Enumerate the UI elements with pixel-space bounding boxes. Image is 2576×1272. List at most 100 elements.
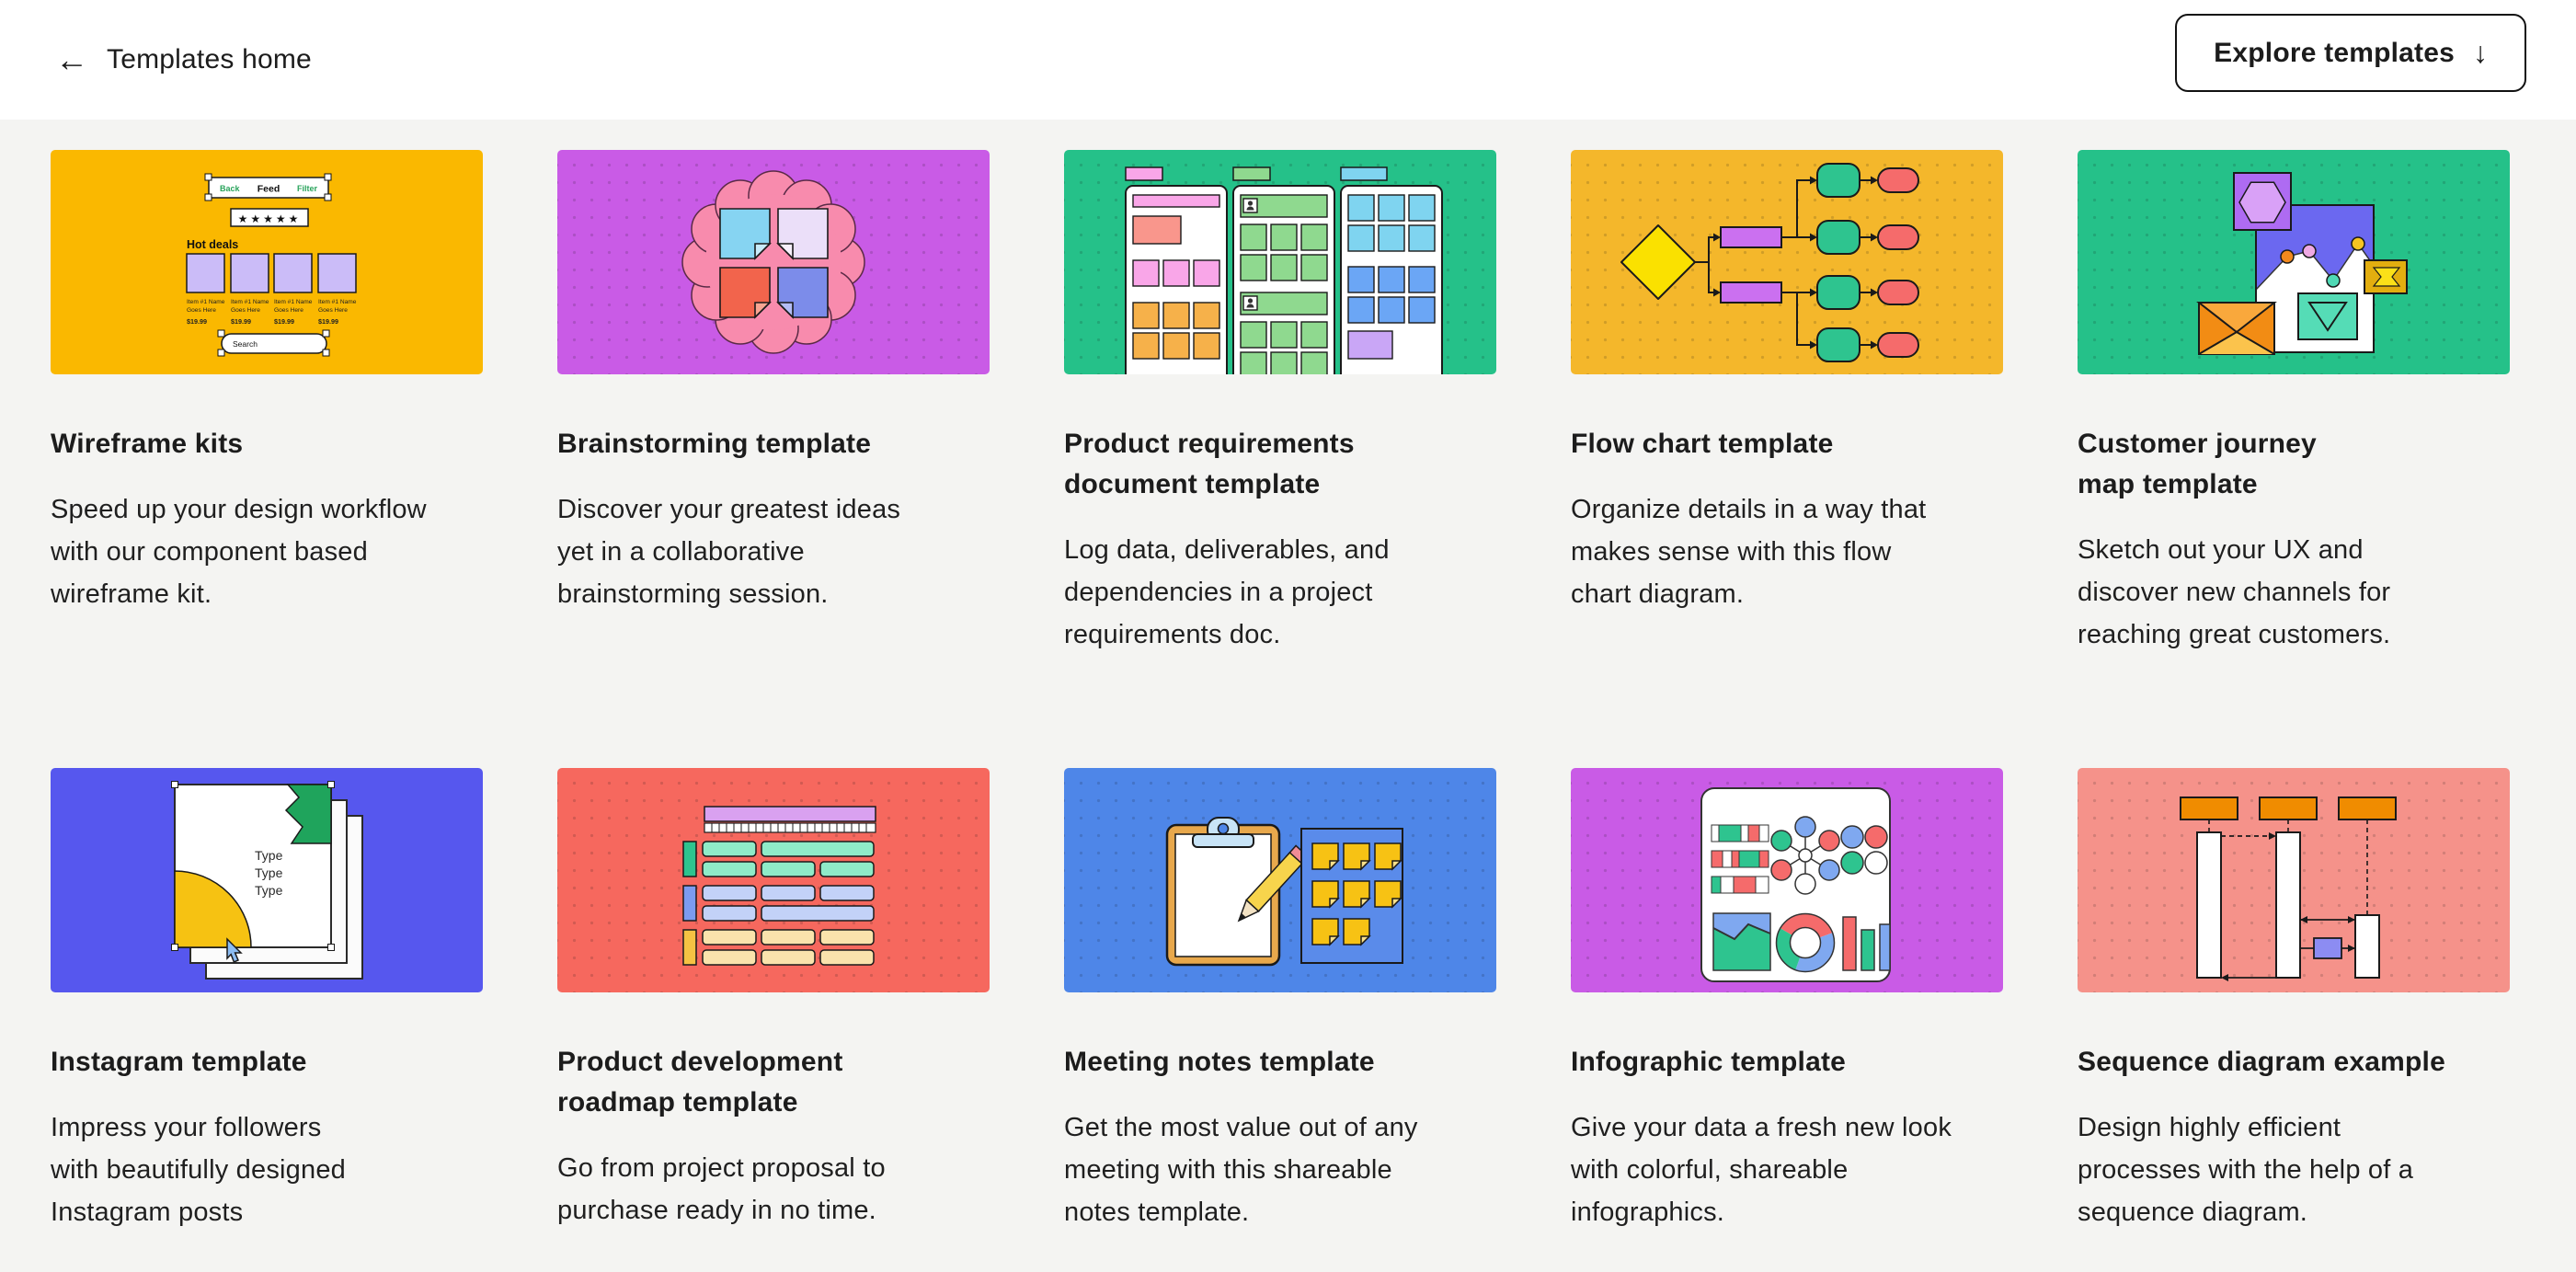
page-header: ← Templates home Explore templates ↓ bbox=[0, 0, 2576, 120]
svg-text:Goes Here: Goes Here bbox=[187, 307, 216, 314]
svg-text:Search: Search bbox=[233, 339, 258, 349]
templates-home-back-link[interactable]: ← Templates home bbox=[55, 43, 312, 76]
svg-text:Item #1 Name: Item #1 Name bbox=[274, 299, 313, 305]
explore-templates-button[interactable]: Explore templates ↓ bbox=[2175, 14, 2526, 92]
hot-deals-label: Hot deals bbox=[187, 238, 238, 251]
infographic-thumbnail[interactable] bbox=[1571, 768, 2003, 992]
green-ribbon bbox=[284, 784, 332, 844]
card-title: Meeting notes template bbox=[1064, 1047, 1375, 1077]
template-card-prd[interactable]: Product requirements document template L… bbox=[1064, 150, 1496, 768]
svg-text:$19.99: $19.99 bbox=[274, 317, 294, 326]
donut-chart bbox=[1775, 912, 1836, 973]
journey-points bbox=[2280, 236, 2365, 288]
card-title: Instagram template bbox=[51, 1047, 307, 1077]
flag-tile bbox=[2364, 259, 2408, 294]
card-description: Impress your followers with beautifully … bbox=[51, 1113, 346, 1227]
hexagon-tile bbox=[2233, 172, 2292, 231]
card-description: Discover your greatest ideas yet in a co… bbox=[557, 495, 901, 609]
brainstorming-thumbnail[interactable] bbox=[557, 150, 990, 374]
envelope-icon bbox=[2196, 302, 2277, 355]
svg-text:$19.99: $19.99 bbox=[187, 317, 207, 326]
svg-text:Back: Back bbox=[220, 184, 241, 193]
back-arrow-icon: ← bbox=[55, 40, 88, 78]
flower-cloud-shape bbox=[681, 170, 865, 354]
wireframe-stars: ★★★★★ bbox=[230, 208, 309, 227]
card-description: Sketch out your UX and discover new chan… bbox=[2078, 535, 2391, 649]
kanban-column-3 bbox=[1347, 194, 1436, 360]
template-card-meeting-notes[interactable]: Meeting notes template Get the most valu… bbox=[1064, 768, 1496, 1272]
end-pills bbox=[1877, 167, 1919, 358]
card-description: Design highly efficient processes with t… bbox=[2078, 1113, 2414, 1227]
area-chart bbox=[1712, 912, 1771, 971]
decision-diamond bbox=[1620, 224, 1696, 300]
segmented-bars bbox=[1711, 824, 1769, 894]
sequence-illustration bbox=[2180, 796, 2397, 981]
roadmap-yellow-lane bbox=[682, 929, 875, 966]
actor-boxes bbox=[2180, 796, 2397, 820]
svg-text:Feed: Feed bbox=[258, 184, 280, 195]
template-card-customer-journey[interactable]: Customer journey map template Sketch out… bbox=[2078, 150, 2510, 768]
card-title: Infographic template bbox=[1571, 1047, 1847, 1077]
instagram-illustration: Type Type Type bbox=[171, 781, 363, 980]
card-description: Organize details in a way that makes sen… bbox=[1571, 495, 1927, 609]
svg-text:Type: Type bbox=[255, 865, 283, 880]
selection-handles bbox=[171, 781, 335, 951]
wireframe-navbar: Back Feed Filter bbox=[204, 173, 332, 201]
template-card-flow-chart[interactable]: Flow chart template Organize details in … bbox=[1571, 150, 2003, 768]
cursor-icon bbox=[226, 937, 243, 964]
activation-bars bbox=[2196, 831, 2380, 979]
svg-text:Goes Here: Goes Here bbox=[231, 307, 260, 314]
prd-thumbnail[interactable] bbox=[1064, 150, 1496, 374]
roadmap-illustration bbox=[682, 806, 876, 966]
card-title: Product development roadmap template bbox=[557, 1047, 843, 1117]
clipboard-icon bbox=[1165, 817, 1281, 967]
wireframe-search: Search bbox=[217, 329, 330, 357]
arrow-down-icon: ↓ bbox=[2473, 36, 2488, 69]
svg-text:$19.99: $19.99 bbox=[231, 317, 251, 326]
flow-arrowheads bbox=[1713, 176, 1878, 350]
explore-templates-label: Explore templates bbox=[2214, 37, 2455, 68]
svg-text:Type: Type bbox=[255, 883, 283, 898]
instagram-thumbnail[interactable]: Type Type Type bbox=[51, 768, 483, 992]
svg-text:★★★★★: ★★★★★ bbox=[238, 212, 302, 225]
step-nodes bbox=[1816, 163, 1860, 362]
lifelines bbox=[2208, 819, 2368, 915]
roadmap-thumbnail[interactable] bbox=[557, 768, 990, 992]
timeline-header bbox=[704, 806, 876, 822]
svg-text:Type: Type bbox=[255, 848, 283, 863]
sequence-diagram-thumbnail[interactable] bbox=[2078, 768, 2510, 992]
svg-text:Item #1 Name: Item #1 Name bbox=[318, 299, 357, 305]
card-title: Product requirements document template bbox=[1064, 429, 1355, 499]
infographic-illustration bbox=[1700, 787, 1891, 982]
flow-chart-illustration bbox=[1620, 163, 1919, 362]
triangle-tile bbox=[2297, 292, 2358, 340]
template-card-sequence-diagram[interactable]: Sequence diagram example Design highly e… bbox=[2078, 768, 2510, 1272]
back-label: Templates home bbox=[107, 44, 312, 74]
wireframe-kits-thumbnail[interactable]: Back Feed Filter ★★★★★ Hot deals Item #1… bbox=[51, 150, 483, 374]
kanban-column-2 bbox=[1240, 194, 1328, 374]
template-card-brainstorming[interactable]: Brainstorming template Discover your gre… bbox=[557, 150, 990, 768]
template-card-wireframe-kits[interactable]: Back Feed Filter ★★★★★ Hot deals Item #1… bbox=[51, 150, 483, 768]
card-description: Speed up your design workflow with our c… bbox=[51, 495, 427, 609]
wireframe-illustration: Back Feed Filter ★★★★★ Hot deals Item #1… bbox=[186, 173, 357, 357]
customer-journey-thumbnail[interactable] bbox=[2078, 150, 2510, 374]
roadmap-blue-lane bbox=[682, 885, 875, 922]
kanban-column-1 bbox=[1132, 194, 1220, 360]
card-title: Sequence diagram example bbox=[2078, 1047, 2445, 1077]
journey-illustration bbox=[2196, 172, 2408, 355]
template-grid: Back Feed Filter ★★★★★ Hot deals Item #1… bbox=[0, 120, 2576, 1272]
card-description: Log data, deliverables, and dependencies… bbox=[1064, 535, 1390, 649]
sticky-notes-grid bbox=[1311, 842, 1402, 946]
template-card-roadmap[interactable]: Product development roadmap template Go … bbox=[557, 768, 990, 1272]
hub-diagram bbox=[1770, 816, 1840, 895]
kanban-illustration bbox=[1125, 166, 1443, 374]
svg-text:$19.99: $19.99 bbox=[318, 317, 338, 326]
card-title: Brainstorming template bbox=[557, 429, 872, 459]
circle-grid bbox=[1840, 825, 1888, 875]
quarter-circle bbox=[174, 870, 252, 948]
flow-chart-thumbnail[interactable] bbox=[1571, 150, 2003, 374]
card-description: Give your data a fresh new look with col… bbox=[1571, 1113, 1952, 1227]
template-card-infographic[interactable]: Infographic template Give your data a fr… bbox=[1571, 768, 2003, 1272]
meeting-notes-thumbnail[interactable] bbox=[1064, 768, 1496, 992]
template-card-instagram[interactable]: Type Type Type Instagram template Impres… bbox=[51, 768, 483, 1272]
